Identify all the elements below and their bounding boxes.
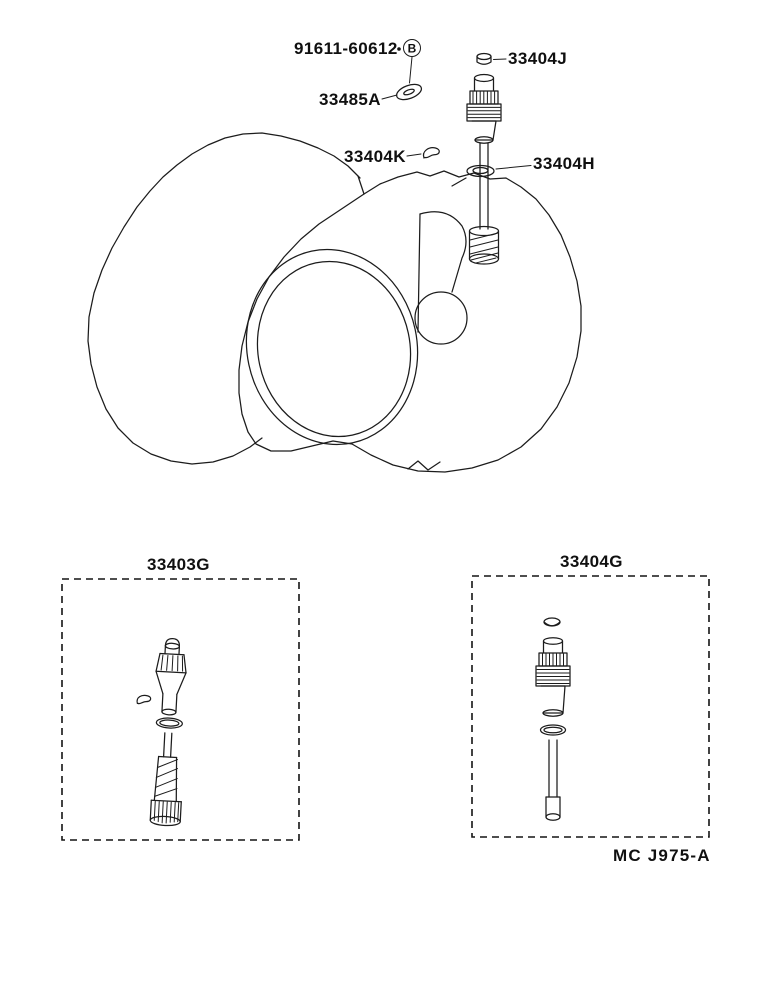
kit-left-gear-teeth — [153, 800, 180, 824]
case-rib-line — [417, 213, 421, 333]
label-o-ring: 33404H — [533, 154, 595, 173]
leader-clip — [406, 153, 422, 157]
kit-left-worm-hatch — [154, 759, 178, 797]
kit-right-cap — [543, 617, 561, 627]
case-left-housing — [87, 132, 361, 465]
leader-washer — [381, 94, 398, 100]
cap-part — [476, 52, 492, 65]
label-bolt-number: 91611-60612 — [294, 39, 398, 58]
kit-right-o-ring — [539, 724, 567, 736]
label-kit-right: 33404G — [560, 552, 623, 571]
case-junction-line — [357, 175, 365, 195]
kit-right-knurl — [542, 653, 564, 666]
kit-box-left — [61, 578, 300, 841]
leader-lines — [381, 56, 532, 170]
kit-left-o-ring — [155, 717, 183, 729]
kit-left-knurl — [160, 654, 184, 672]
case-boss-circle — [414, 291, 468, 345]
case-detail-line — [451, 177, 467, 187]
label-bolt-marker: B — [408, 42, 417, 56]
leader-o-ring — [495, 165, 532, 170]
case-main-opening — [245, 248, 419, 446]
kit-right-threads — [536, 669, 570, 684]
callout-labels: 91611-60612 B 33404J 33485A 33404K 33404… — [294, 39, 595, 173]
transmission-case-outline — [87, 132, 582, 473]
clip-part — [422, 147, 440, 159]
label-clip: 33404K — [344, 147, 406, 166]
washer-part — [395, 83, 423, 101]
sensor-knurl-lines — [472, 91, 496, 104]
label-washer: 33485A — [319, 90, 381, 109]
gear-hatch-lines — [469, 232, 499, 264]
case-bottom-jags — [407, 460, 441, 471]
label-kit-left: 33403G — [147, 555, 210, 574]
footer-code: MC J975-A — [613, 846, 711, 865]
label-cap: 33404J — [508, 49, 567, 68]
case-bell-housing — [238, 170, 582, 473]
leader-bolt — [409, 56, 413, 84]
leader-cap — [493, 58, 507, 60]
o-ring-part — [466, 164, 495, 178]
speed-sensor-assembly — [466, 73, 502, 265]
kit-left-assembly — [136, 637, 187, 827]
kit-left-clip — [136, 694, 152, 705]
case-main-opening-inner — [256, 260, 412, 438]
sensor-thread-lines — [467, 106, 501, 119]
bolt-marker-circle — [403, 39, 421, 57]
case-bore-curve — [419, 211, 467, 293]
kit-right-assembly — [535, 617, 571, 821]
kit-box-right — [471, 575, 710, 838]
label-dot — [397, 47, 401, 51]
